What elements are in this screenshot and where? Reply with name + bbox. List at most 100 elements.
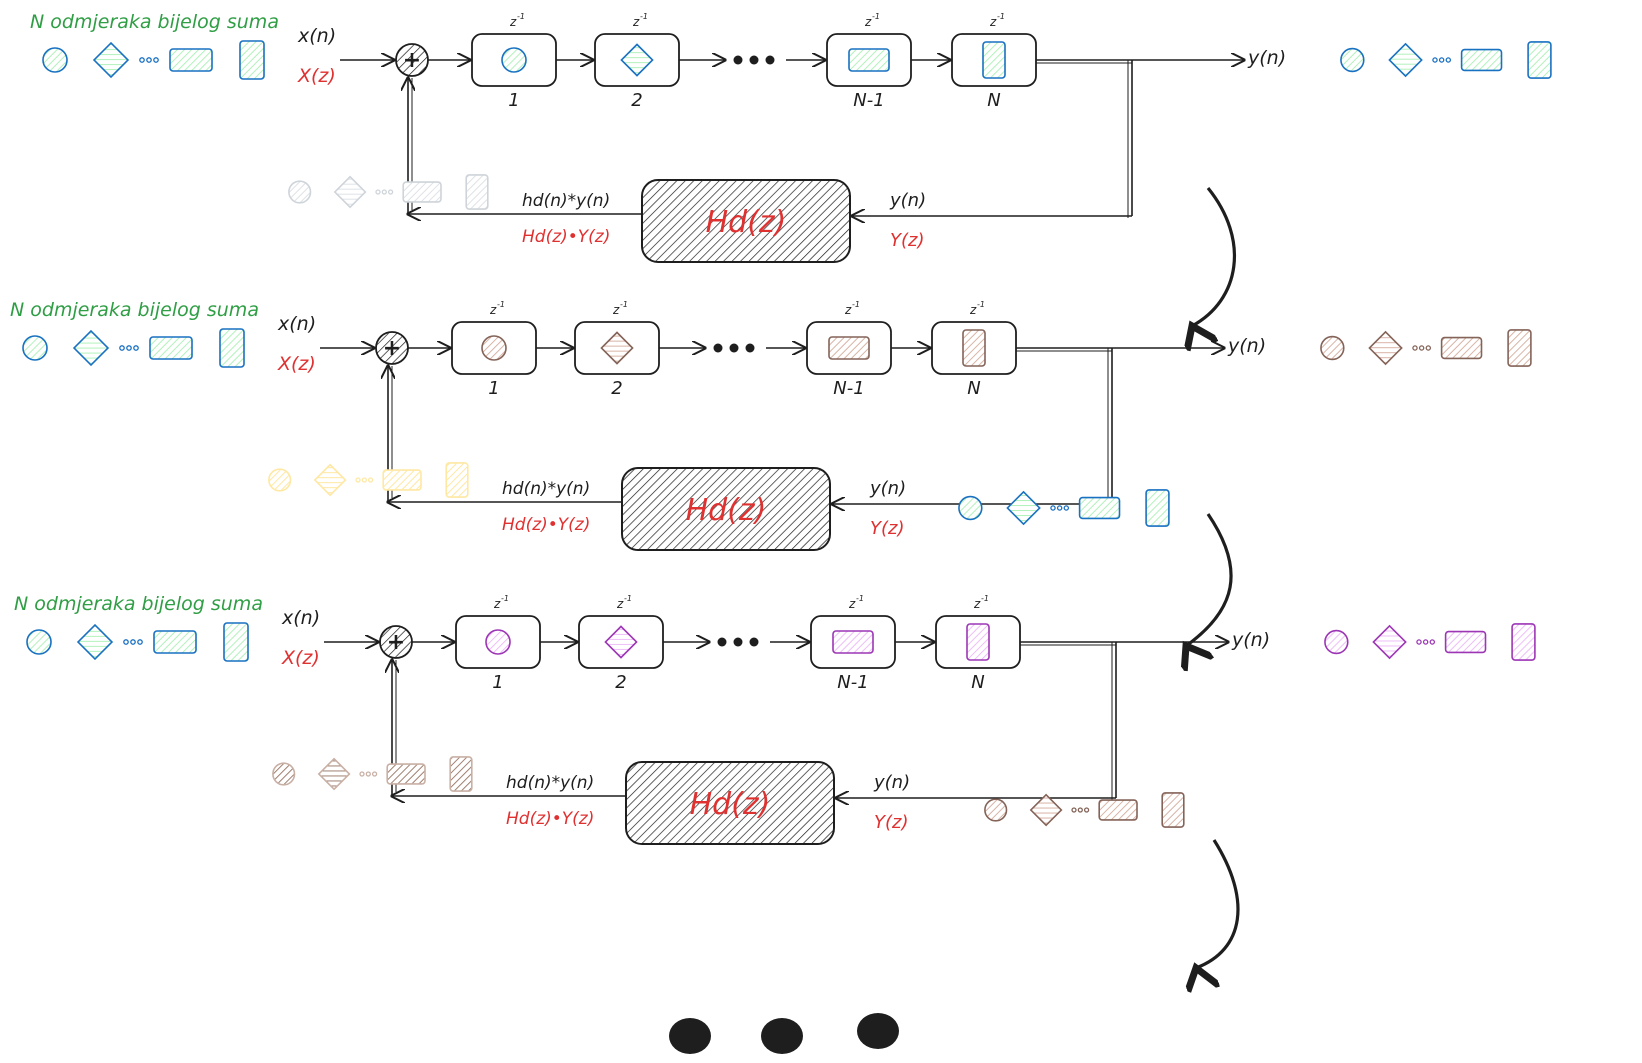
in-flight-sample-wide-rect <box>1078 496 1121 520</box>
filter-label: Hd(z) <box>706 205 787 240</box>
delay-exponent: -1 <box>517 12 525 21</box>
input-time-label: x(n) <box>281 607 320 629</box>
delay-index-label: N-1 <box>837 672 868 693</box>
output-sample-diamond <box>1388 42 1423 78</box>
delay-index-label: N <box>987 90 1000 111</box>
noise-label: N odmjeraka bijelog suma <box>10 299 259 321</box>
feedback-ellipsis-dot <box>371 771 378 777</box>
delay-symbol: z <box>632 15 640 29</box>
feedback-sample-circle <box>272 762 296 786</box>
delay-symbol: z <box>616 597 624 611</box>
feedback-time-label: hd(n)*y(n) <box>522 191 610 211</box>
in-flight-sample-wide-rect <box>1098 799 1138 821</box>
continuation-dot <box>669 1018 711 1054</box>
adder-symbol: + <box>403 48 421 73</box>
feedback-sample-tall-rect <box>445 462 469 498</box>
in-flight-ellipsis-dot <box>1050 505 1056 511</box>
output-sample-diamond <box>1372 624 1407 660</box>
feedback-ellipsis-dot <box>375 189 381 195</box>
stage-3: N odmjeraka bijelog sumax(n)X(z)+z-11z-1… <box>14 593 1536 845</box>
input-sample-circle <box>26 629 52 655</box>
next-stage-arrow <box>1196 839 1240 968</box>
ellipsis-dot <box>733 637 743 647</box>
input-sample-circle <box>42 47 68 73</box>
output-ellipsis-dot <box>1425 345 1432 351</box>
delay-sample-tall-rect <box>966 623 990 661</box>
input-ellipsis-dot <box>130 639 136 645</box>
delay-index-label: 2 <box>631 90 642 111</box>
delay-sample-circle <box>481 335 507 361</box>
feedback-time-label: hd(n)*y(n) <box>506 773 594 793</box>
in-flight-ellipsis-dot <box>1056 505 1063 511</box>
feedback-sample-tall-rect <box>465 174 489 210</box>
filter-in-time-label: y(n) <box>873 772 910 793</box>
in-flight-samples <box>958 489 1185 828</box>
delay-index-label: 2 <box>615 672 626 693</box>
in-flight-sample-diamond <box>1006 490 1041 526</box>
feedback-sample-diamond <box>313 463 347 497</box>
output-ellipsis-dot <box>1416 639 1422 645</box>
output-ellipsis-dot <box>1422 639 1429 645</box>
delay-sample-wide-rect <box>848 48 890 72</box>
output-sample-wide-rect <box>1444 630 1487 654</box>
ellipsis-dot <box>749 637 759 647</box>
delay-symbol: z <box>489 303 497 317</box>
output-ellipsis-dot <box>1418 345 1425 351</box>
input-ellipsis-dot <box>137 639 143 645</box>
delay-symbol: z <box>989 15 997 29</box>
in-flight-ellipsis-dot <box>1077 807 1083 813</box>
delay-sample-diamond <box>620 43 654 77</box>
input-sample-tall-rect <box>223 622 249 662</box>
feedback-z-label: Hd(z)•Y(z) <box>502 515 590 535</box>
output-time-label: y(n) <box>1227 335 1266 357</box>
output-sample-tall-rect <box>1527 41 1552 79</box>
delay-index-label: 2 <box>611 378 622 399</box>
feedback-sample-circle <box>268 468 292 492</box>
in-flight-sample-circle <box>958 495 983 521</box>
output-sample-circle <box>1340 47 1365 73</box>
delay-exponent: -1 <box>640 12 648 21</box>
input-time-label: x(n) <box>297 25 336 47</box>
noise-label: N odmjeraka bijelog suma <box>30 11 279 33</box>
delay-exponent: -1 <box>497 300 505 309</box>
delay-symbol: z <box>848 597 856 611</box>
delay-sample-tall-rect <box>982 41 1006 79</box>
input-sample-wide-rect <box>169 48 213 72</box>
in-flight-sample-circle <box>984 798 1008 822</box>
delay-sample-tall-rect <box>962 329 986 367</box>
delay-symbol: z <box>969 303 977 317</box>
filter-block <box>625 761 835 845</box>
filter-in-time-label: y(n) <box>869 478 906 499</box>
delay-exponent: -1 <box>977 300 985 309</box>
filter-label: Hd(z) <box>690 787 771 822</box>
feedback-sample-diamond <box>333 175 367 209</box>
noise-label: N odmjeraka bijelog suma <box>14 593 263 615</box>
in-flight-sample-tall-rect <box>1145 489 1170 527</box>
output-sample-wide-rect <box>1460 48 1503 72</box>
continuation-dot <box>857 1013 899 1049</box>
delay-index-label: 1 <box>488 378 499 399</box>
feedback-sample-wide-rect <box>386 763 426 785</box>
delay-symbol: z <box>864 15 872 29</box>
feedback-sample-circle <box>288 180 312 204</box>
delay-exponent: -1 <box>981 594 989 603</box>
ellipsis-dot <box>745 343 755 353</box>
output-time-label: y(n) <box>1231 629 1270 651</box>
feedback-sample-wide-rect <box>402 181 442 203</box>
feedback-ellipsis-dot <box>359 771 365 777</box>
feedback-z-label: Hd(z)•Y(z) <box>522 227 610 247</box>
filter-block <box>641 179 851 263</box>
input-ellipsis-dot <box>139 57 145 63</box>
input-ellipsis-dot <box>123 639 129 645</box>
delay-sample-diamond <box>604 625 638 659</box>
input-time-label: x(n) <box>277 313 316 335</box>
delay-symbol: z <box>493 597 501 611</box>
delay-exponent: -1 <box>624 594 632 603</box>
ellipsis-dot <box>717 637 727 647</box>
delay-index-label: 1 <box>508 90 519 111</box>
delay-exponent: -1 <box>856 594 864 603</box>
adder-symbol: + <box>383 336 401 361</box>
delay-exponent: -1 <box>620 300 628 309</box>
filter-block <box>621 467 831 551</box>
delay-symbol: z <box>509 15 517 29</box>
